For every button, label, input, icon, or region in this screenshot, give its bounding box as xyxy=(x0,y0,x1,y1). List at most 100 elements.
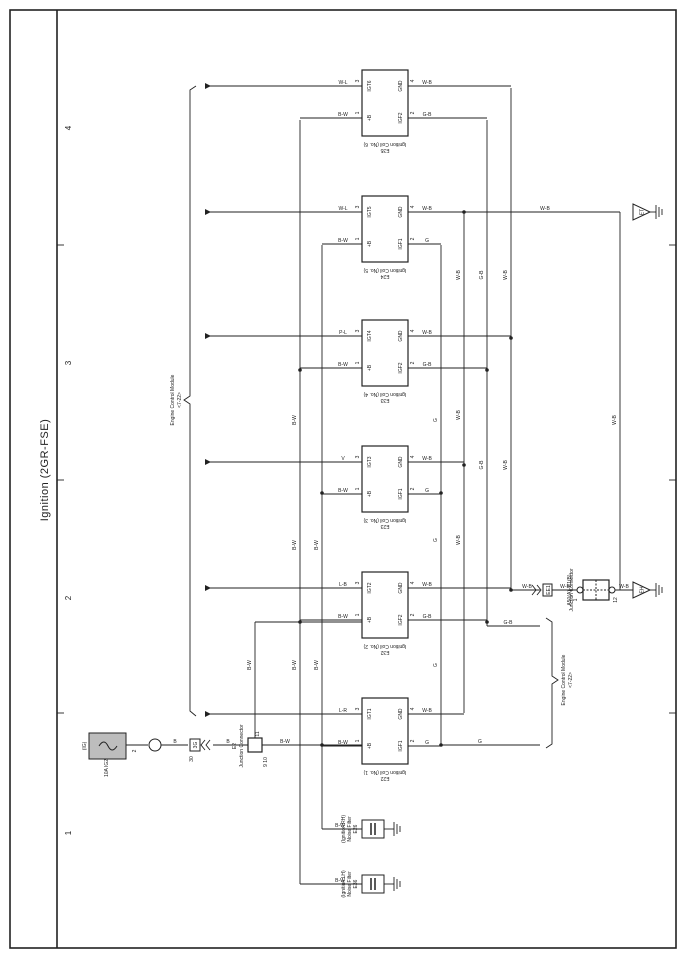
coil-5-igt-pin: IGT5 xyxy=(367,206,373,217)
coil-3-gnd-pin: GND xyxy=(398,456,404,468)
coil-2-pin-3: 3 xyxy=(355,581,361,584)
coil-3-gnd-wire: W-B xyxy=(422,456,432,462)
coil-3-pin-4: 4 xyxy=(410,455,416,458)
coil-2-name: Ignition Coil (No. 2) xyxy=(363,643,406,649)
ground-et-label: ET xyxy=(640,209,646,215)
junction-e2-id: E2 xyxy=(232,743,238,749)
svg-text:W-B: W-B xyxy=(522,584,532,590)
diagram-title: Ignition (2GR-FSE) xyxy=(39,419,51,522)
svg-text:G: G xyxy=(433,538,439,542)
zone-2: 2 xyxy=(64,595,73,600)
zone-ticks xyxy=(57,244,676,714)
bus-wire-labels: B-W B-W B-W B-W B-W B-W G G G G-B G-B W-… xyxy=(247,206,618,745)
svg-text:B-W: B-W xyxy=(314,540,320,550)
coil-4-pin-1: 1 xyxy=(355,361,361,364)
coil-3-pin-1: 1 xyxy=(355,487,361,490)
junction-out-wire: B-W xyxy=(280,739,290,745)
coil-5-pin-2: 2 xyxy=(410,237,416,240)
connector-ee1-label: EE1 xyxy=(546,585,552,595)
ecm-top-name: Engine Control Module xyxy=(170,374,176,425)
coil-2-igf-wire: G-B xyxy=(423,614,433,620)
coil-2-pin-1: 1 xyxy=(355,613,361,616)
coil-4-name: Ignition Coil (No. 4) xyxy=(363,391,406,397)
coil-6-pin-1: 1 xyxy=(355,111,361,114)
coil-4-pin-4: 4 xyxy=(410,329,416,332)
coil-1-igf-pin: IGF1 xyxy=(398,740,404,751)
coil-6-gnd-wire: W-B xyxy=(422,80,432,86)
coil-6-b-pin: +B xyxy=(367,114,373,121)
connector-3g-label: 3G xyxy=(193,742,199,749)
coil-6-igt-wire: W-L xyxy=(338,80,347,86)
coil-2-igf-pin: IGF2 xyxy=(398,614,404,625)
noise-filter-e26-id: E26 xyxy=(353,824,359,833)
ignition-coil-4 xyxy=(205,319,511,387)
svg-text:B-W: B-W xyxy=(247,660,253,670)
coil-2-pin-4: 4 xyxy=(410,581,416,584)
zone-1: 1 xyxy=(64,830,73,835)
svg-text:W-B: W-B xyxy=(612,415,618,425)
coil-5-b-pin: +B xyxy=(367,240,373,247)
coil-1-b-wire: B-W xyxy=(338,740,348,746)
coil-1-igf-wire: G xyxy=(425,740,429,746)
junction-e2-top-pin: 11 xyxy=(255,731,261,736)
ignition-coil-5 xyxy=(205,195,464,263)
coil-5-igt-wire: W-L xyxy=(338,206,347,212)
ecm-top-ref: <7-22> xyxy=(177,392,183,408)
noise-filter-e36-sub: (Ignition LH) xyxy=(341,870,347,898)
zone-3: 3 xyxy=(64,360,73,365)
coil-1-b-pin: +B xyxy=(367,742,373,749)
coil-4-id: E33 xyxy=(380,397,389,403)
page-frame xyxy=(9,9,677,949)
svg-text:B-W: B-W xyxy=(292,540,298,550)
svg-text:G: G xyxy=(433,663,439,667)
a50-name: Junction Connector xyxy=(569,568,575,611)
coil-3-igf-wire: G xyxy=(425,488,429,494)
coil-1-name: Ignition Coil (No. 1) xyxy=(363,769,406,775)
coil-1-pin-4: 4 xyxy=(410,707,416,710)
coil-3-b-pin: +B xyxy=(367,490,373,497)
fuse-source: (IG) xyxy=(82,741,88,750)
coil-4-gnd-wire: W-B xyxy=(422,330,432,336)
svg-text:W-B: W-B xyxy=(456,270,462,280)
svg-text:B-W: B-W xyxy=(314,660,320,670)
zone-4: 4 xyxy=(64,125,73,130)
svg-text:G-B: G-B xyxy=(504,620,514,626)
coil-4-b-pin: +B xyxy=(367,364,373,371)
a50-in-wire: W-B xyxy=(560,584,570,590)
fuse-10a-ig2 xyxy=(88,732,249,760)
coil-2-pin-2: 2 xyxy=(410,613,416,616)
coil-5-b-wire: B-W xyxy=(338,238,348,244)
svg-text:G: G xyxy=(433,418,439,422)
coil-6-name: Ignition Coil (No. 6) xyxy=(363,141,406,147)
coil-3-pin-3: 3 xyxy=(355,455,361,458)
coil-5-pin-1: 1 xyxy=(355,237,361,240)
coil-4-igt-wire: P-L xyxy=(339,330,347,336)
junction-in-wire: B xyxy=(226,739,230,745)
coil-6-pin-4: 4 xyxy=(410,79,416,82)
noise-filter-e26-sub: (Ignition RH) xyxy=(341,815,347,843)
fuse-wire: B xyxy=(173,739,177,745)
coil-1-gnd-wire: W-B xyxy=(422,708,432,714)
a50-pin-left: 1 xyxy=(573,598,579,601)
coil-3-pin-2: 2 xyxy=(410,487,416,490)
bus-lines xyxy=(254,88,621,884)
ignition-coil-2 xyxy=(205,571,511,639)
noise-filter-e36-wire: B-W xyxy=(335,878,345,884)
coil-6-b-wire: B-W xyxy=(338,112,348,118)
coil-3-igt-wire: V xyxy=(341,456,345,462)
coil-4-b-wire: B-W xyxy=(338,362,348,368)
svg-text:B-W: B-W xyxy=(292,660,298,670)
coil-5-id: E24 xyxy=(380,273,389,279)
coil-1-gnd-pin: GND xyxy=(398,708,404,720)
coil-6-pin-2: 2 xyxy=(410,111,416,114)
svg-text:G-B: G-B xyxy=(479,270,485,280)
coil-3-id: E23 xyxy=(380,523,389,529)
coil-5-name: Ignition Coil (No. 5) xyxy=(363,267,406,273)
noise-filter-e26-wire: B-W xyxy=(335,823,345,829)
junction-e2-name: Junction Connector xyxy=(239,724,245,767)
fuse-pin: 2 xyxy=(132,749,138,752)
coil-1-pin-3: 3 xyxy=(355,707,361,710)
a50-id: A50(A), E1(B) xyxy=(567,574,573,605)
noise-filter-e36 xyxy=(300,874,401,894)
